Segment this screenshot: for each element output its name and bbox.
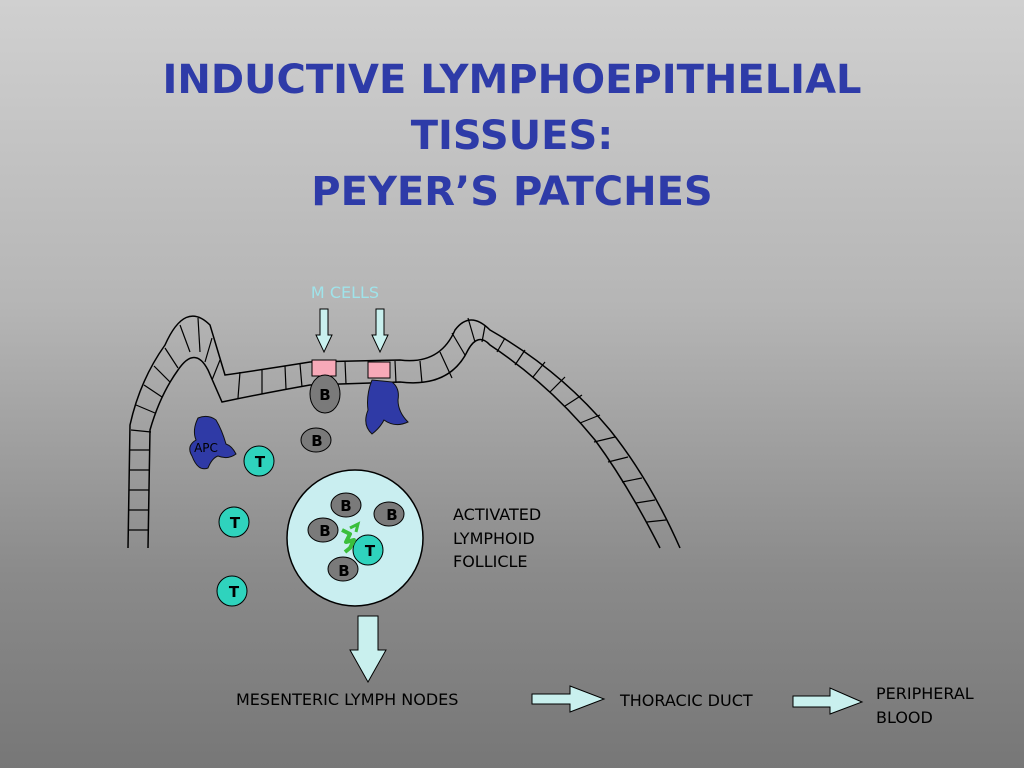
follicle-t-cell (352, 534, 384, 566)
title-line-3: PEYER’S PATCHES (311, 169, 713, 215)
mesenteric-lymph-nodes-label: MESENTERIC LYMPH NODES (236, 690, 458, 709)
follicle-b-cell-2-label: B (386, 506, 397, 524)
follicle-label-line-1: ACTIVATED (453, 505, 541, 524)
t-cell-2: T (218, 506, 250, 538)
follicle-b-cell-1-label: B (340, 497, 351, 515)
apc-pocket (365, 379, 409, 435)
follicle-label-line-3: FOLLICLE (453, 552, 528, 571)
t-cell-1: T (243, 445, 275, 477)
title-line-1: INDUCTIVE LYMPHOEPITHELIAL (162, 57, 862, 103)
activated-lymphoid-follicle (286, 469, 424, 607)
thoracic-duct-label: THORACIC DUCT (619, 691, 753, 710)
follicle-b-cell-4 (327, 556, 359, 582)
m-cell-arrow-left (315, 308, 333, 354)
m-cell-right (367, 361, 391, 379)
b-cell-free (300, 427, 332, 453)
antigen-squiggle (341, 528, 356, 554)
apc-label: APC (194, 441, 218, 455)
follicle-label: ACTIVATED LYMPHOID FOLLICLE (453, 505, 541, 571)
follicle-b-cell-3-label: B (319, 522, 330, 540)
t-cell-3-label: T (229, 583, 240, 601)
peripheral-blood-line-2: BLOOD (876, 708, 933, 727)
arrow-to-peripheral-blood (792, 687, 864, 715)
epithelium-cell-borders (129, 317, 667, 531)
epithelium (127, 315, 681, 549)
follicle-b-cell-4-label: B (338, 562, 349, 580)
epithelium-outer-edge (127, 315, 681, 549)
t-cell-3: T (216, 575, 248, 607)
follicle-t-cell-label: T (365, 542, 376, 560)
follicle-b-cell-2 (373, 501, 405, 527)
arrow-to-thoracic-duct (531, 685, 606, 713)
follicle-b-cell-3 (307, 517, 339, 543)
title-line-2: TISSUES: (410, 113, 614, 159)
m-cell-arrow-right (371, 308, 389, 354)
b-cell-pocket-label: B (319, 386, 330, 404)
apc-left (189, 415, 237, 470)
peripheral-blood-line-1: PERIPHERAL (876, 684, 974, 703)
m-cells-label: M CELLS (311, 283, 379, 302)
follicle-b-cell-1 (330, 492, 362, 518)
b-cell-free-label: B (311, 432, 322, 450)
follicle-label-line-2: LYMPHOID (453, 529, 535, 548)
antigen-squiggle-small (349, 521, 361, 533)
down-arrow-to-lymph-nodes (349, 615, 387, 684)
page-title: INDUCTIVE LYMPHOEPITHELIAL TISSUES: PEYE… (0, 52, 1024, 220)
epithelium-inner-edge (147, 338, 661, 549)
follicle-cells: B B B B T (307, 492, 405, 582)
m-cell-left (311, 359, 337, 377)
b-cell-pocket (309, 374, 341, 414)
t-cell-1-label: T (255, 453, 266, 471)
t-cell-2-label: T (230, 514, 241, 532)
